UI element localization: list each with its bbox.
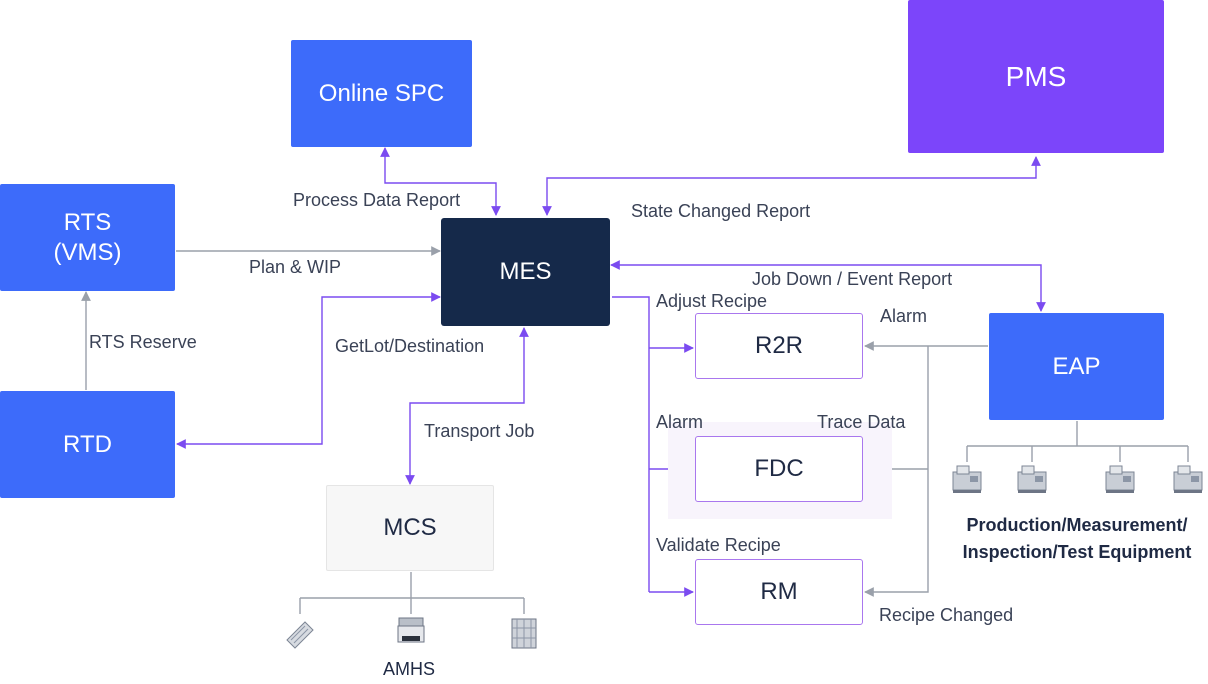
rm-node: RM bbox=[695, 559, 863, 625]
edge-mes-rtd bbox=[176, 292, 441, 449]
label-alarm-eap: Alarm bbox=[880, 306, 928, 326]
mcs-node: MCS bbox=[326, 485, 494, 571]
edge-mes-spc bbox=[380, 147, 501, 216]
mes-node: MES bbox=[441, 218, 610, 326]
label-validate-recipe: Validate Recipe bbox=[656, 535, 781, 555]
label-transport-job: Transport Job bbox=[424, 421, 535, 441]
edge-mes-mcs bbox=[405, 327, 529, 485]
label-alarm-fdc: Alarm bbox=[656, 412, 704, 432]
equipment-icon bbox=[1017, 465, 1047, 493]
label-process-data-report: Process Data Report bbox=[293, 190, 461, 210]
label-recipe-changed: Recipe Changed bbox=[879, 605, 1014, 625]
edge-eap-rm bbox=[864, 346, 929, 597]
label-plan-wip: Plan & WIP bbox=[249, 257, 342, 277]
conveyor-icon bbox=[286, 621, 314, 649]
edge-mcs-amhs bbox=[299, 572, 525, 614]
equipment-caption: Production/Measurement/ Inspection/Test … bbox=[962, 515, 1192, 562]
edge-mes-bus bbox=[612, 296, 650, 592]
equipment-icon bbox=[952, 465, 982, 493]
edge-eap-equipment bbox=[966, 421, 1189, 462]
label-getlot-destination: GetLot/Destination bbox=[335, 336, 485, 356]
r2r-node: R2R bbox=[695, 313, 863, 379]
label-rts-reserve: RTS Reserve bbox=[89, 332, 197, 352]
equipment-icon bbox=[1173, 465, 1203, 493]
label-trace-data: Trace Data bbox=[817, 412, 906, 432]
online-spc-node: Online SPC bbox=[291, 40, 472, 147]
fdc-node: FDC bbox=[695, 436, 863, 502]
rtd-node: RTD bbox=[0, 391, 175, 498]
rts-node: RTS (VMS) bbox=[0, 184, 175, 291]
edge-mes-pms bbox=[542, 156, 1041, 216]
label-job-down-event-report: Job Down / Event Report bbox=[752, 269, 953, 289]
eap-node: EAP bbox=[989, 313, 1164, 420]
edge-mes-eap bbox=[610, 260, 1046, 312]
label-adjust-recipe: Adjust Recipe bbox=[656, 291, 768, 311]
vehicle-icon bbox=[397, 617, 425, 643]
equipment-icon bbox=[1105, 465, 1135, 493]
stocker-icon bbox=[511, 618, 537, 649]
label-state-changed-report: State Changed Report bbox=[631, 201, 811, 221]
pms-node: PMS bbox=[908, 0, 1164, 153]
amhs-caption: AMHS bbox=[383, 659, 436, 679]
